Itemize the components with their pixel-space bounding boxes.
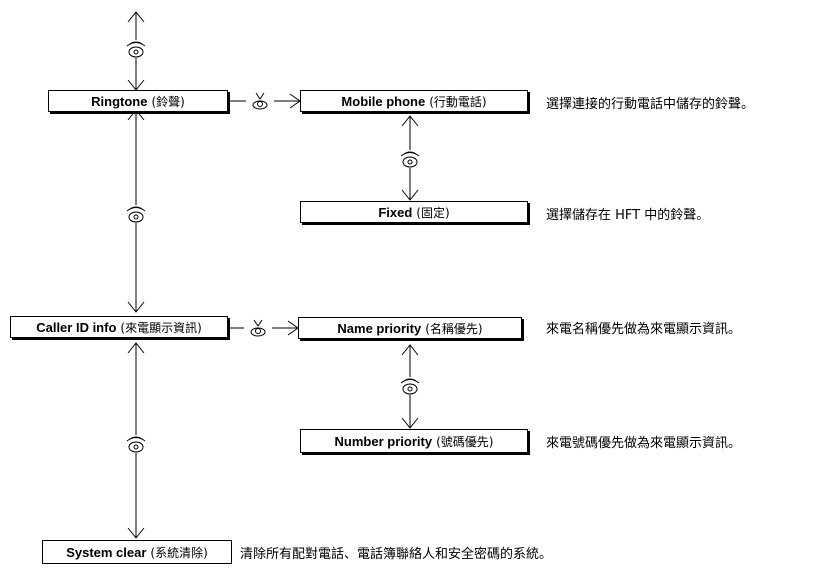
number-priority-node[interactable]: Number priority (號碼優先) xyxy=(300,429,528,453)
system-clear-description: 清除所有配對電話、電話簿聯絡人和安全密碼的系統。 xyxy=(240,547,553,562)
ringtone-node[interactable]: Ringtone (鈴聲) xyxy=(48,90,228,112)
system-clear-label: System clear xyxy=(66,544,147,560)
number-priority-label-zh: (號碼優先) xyxy=(436,434,494,449)
name-priority-label-zh: (名稱優先) xyxy=(425,321,483,336)
caller-id-node[interactable]: Caller ID info (來電顯示資訊) xyxy=(10,316,228,338)
fixed-node[interactable]: Fixed (固定) xyxy=(300,201,528,223)
rotary-knob-scroll-icon xyxy=(400,150,420,168)
fixed-description: 選擇儲存在 HFT 中的鈴聲。 xyxy=(546,208,710,223)
fixed-label-zh: (固定) xyxy=(416,205,450,220)
number-priority-description: 來電號碼優先做為來電顯示資訊。 xyxy=(546,436,742,451)
caller-to-name-connector xyxy=(229,320,299,336)
knob-press-icon xyxy=(252,92,268,110)
caller-id-label: Caller ID info xyxy=(36,319,117,335)
knob-press-icon xyxy=(250,319,266,337)
name-priority-node[interactable]: Name priority (名稱優先) xyxy=(298,317,522,339)
system-clear-label-zh: (系統清除) xyxy=(150,545,208,560)
mobile-phone-label-zh: (行動電話) xyxy=(429,94,487,109)
name-priority-label: Name priority xyxy=(337,320,422,336)
mobile-phone-label: Mobile phone xyxy=(341,93,426,109)
mobile-phone-description: 選擇連接的行動電話中儲存的鈴聲。 xyxy=(546,97,755,112)
rotary-knob-scroll-icon xyxy=(126,205,146,223)
number-priority-label: Number priority xyxy=(334,433,433,449)
system-clear-node[interactable]: System clear (系統清除) xyxy=(42,540,232,564)
ringtone-label: Ringtone xyxy=(91,93,148,109)
rotary-knob-scroll-icon xyxy=(126,435,146,453)
rotary-knob-scroll-icon xyxy=(400,377,420,395)
rotary-knob-scroll-icon xyxy=(126,40,146,58)
name-priority-description: 來電名稱優先做為來電顯示資訊。 xyxy=(546,322,742,337)
mobile-phone-node[interactable]: Mobile phone (行動電話) xyxy=(300,90,528,112)
caller-id-label-zh: (來電顯示資訊) xyxy=(120,320,202,335)
ringtone-label-zh: (鈴聲) xyxy=(151,94,185,109)
fixed-label: Fixed xyxy=(378,204,413,220)
ringtone-to-mobile-connector xyxy=(228,93,301,109)
